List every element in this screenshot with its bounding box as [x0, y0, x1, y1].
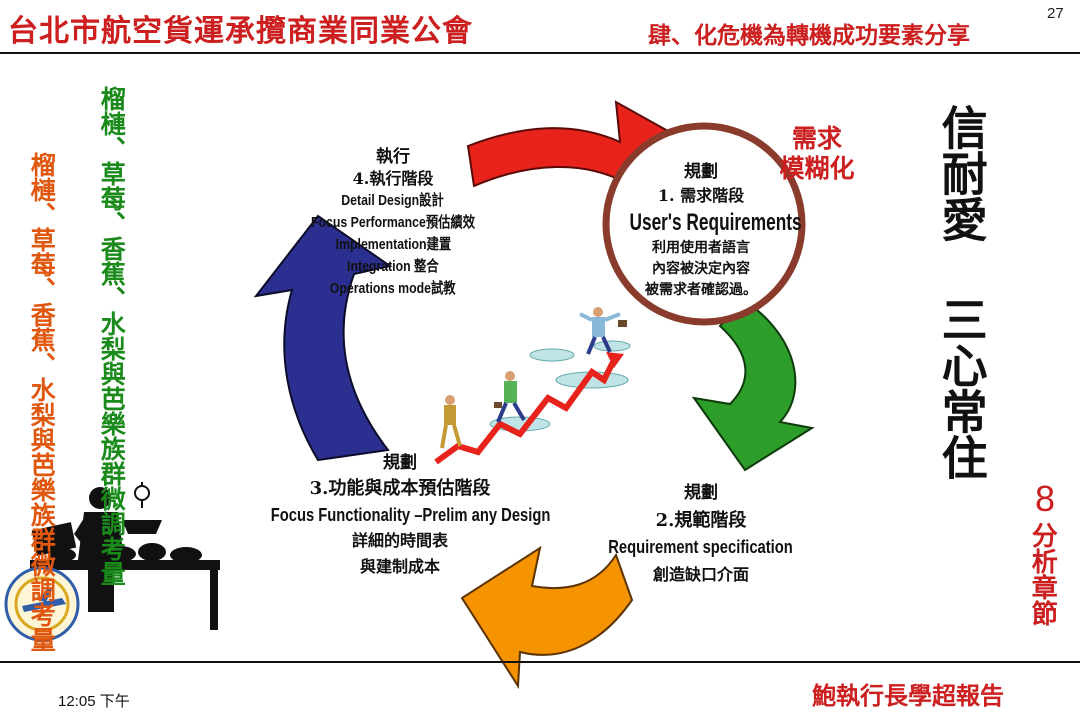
timestamp: 12:05 下午 [58, 693, 130, 710]
stage-requirements-desc: 被需求者確認過。 [645, 282, 757, 298]
blue-cycle-arrow [253, 214, 393, 462]
stage-execution-phase: 4.執行階段 [352, 169, 434, 188]
stage-execution-item: Implementation建置 [335, 236, 451, 253]
stage-specification-phase: 2.規範階段 [655, 510, 747, 531]
stage-requirements-phase: 1. 需求階段 [657, 186, 745, 205]
motto: 信耐愛 三心常住 [934, 104, 989, 480]
stage-functionality-title: 規劃 [383, 453, 417, 473]
association-logo-seal-icon [4, 566, 80, 642]
stage-requirements-desc: 內容被決定內容 [652, 261, 750, 277]
requirements-circle [602, 122, 806, 326]
presenter-credit: 鮑執行長學超報告 [812, 681, 1004, 710]
fruit-groups-text-green: 榴槤、草莓、香蕉、水梨與芭樂族群微調考量 [97, 86, 127, 586]
chapter-label: 分析章節 [1027, 522, 1058, 626]
association-title: 台北市航空貨運承攬商業同業公會 [8, 14, 473, 49]
stage-functionality-desc: 與建制成本 [359, 557, 440, 576]
stage-execution-item: Focus Performance預估績效 [310, 214, 476, 231]
header-rule [0, 52, 1080, 54]
stage-execution: 執行 4.執行階段 Detail Design設計 Focus Performa… [258, 146, 528, 300]
stage-functionality: 規劃 3.功能與成本預估階段 Focus Functionality –Prel… [240, 450, 560, 580]
fruit-groups-text-orange: 榴槤、草莓、香蕉、水梨與芭樂族群微調考量 [27, 152, 57, 652]
section-title: 肆、化危機為轉機成功要素分享 [648, 22, 970, 49]
stage-execution-item: Detail Design設計 [341, 192, 445, 209]
orange-cycle-arrow [460, 545, 634, 690]
stage-requirements-english: User's Requirements [629, 209, 802, 236]
needs-annotation-line1: 需求 [791, 124, 842, 153]
fruit-vendor-silhouette-icon [30, 482, 220, 630]
stage-execution-title: 執行 [376, 147, 410, 167]
stage-specification-desc: 創造缺口介面 [652, 565, 749, 584]
green-cycle-arrow [691, 298, 815, 472]
motto-column-1: 信耐愛 [934, 104, 989, 242]
stage-specification-title: 規劃 [684, 483, 718, 503]
stage-requirements: 規劃 1. 需求階段 User's Requirements 利用使用者語言 內… [596, 160, 806, 301]
stage-functionality-english: Focus Functionality –Prelim any Design [270, 505, 551, 525]
page-number: 27 [1047, 5, 1064, 22]
needs-annotation: 需求 模糊化 [762, 124, 872, 184]
stage-requirements-desc: 利用使用者語言 [652, 240, 750, 256]
stage-specification-english: Requirement specification [608, 537, 794, 557]
business-people-climbing-graph-icon [434, 307, 631, 465]
stage-execution-item: Integration 整合 [347, 258, 439, 275]
footer-rule [0, 661, 1080, 663]
chapter-number: 8 [1034, 478, 1056, 519]
stage-functionality-desc: 詳細的時間表 [351, 531, 448, 550]
stage-requirements-title: 規劃 [684, 162, 718, 182]
stage-functionality-phase: 3.功能與成本預估階段 [309, 478, 491, 499]
motto-column-2: 三心常住 [934, 296, 989, 480]
stage-specification: 規劃 2.規範階段 Requirement specification 創造缺口… [586, 480, 816, 588]
needs-annotation-line2: 模糊化 [779, 154, 855, 183]
stage-execution-item: Operations mode試教 [330, 280, 456, 297]
